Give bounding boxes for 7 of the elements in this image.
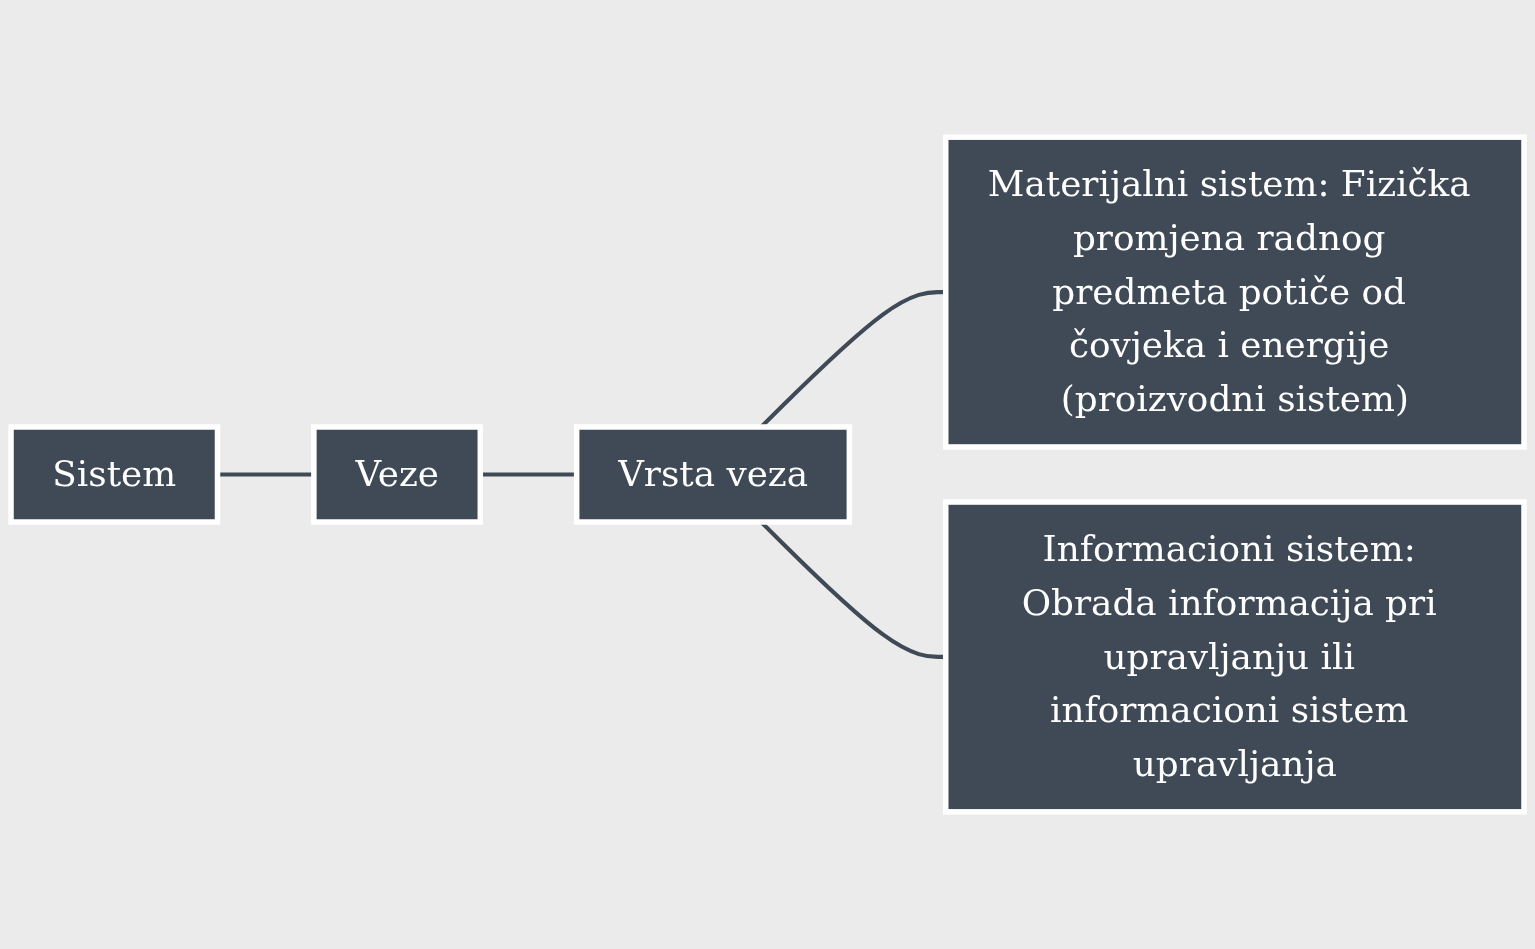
node-box: Sistem (8, 424, 221, 525)
connector (480, 472, 577, 477)
node-box: Veze (311, 424, 484, 525)
connector (217, 472, 314, 477)
node-box: Informacioni sistem: Obrada informacija pri upravljanju ili informacioni sistem upravljanja (942, 499, 1527, 815)
node-box: Materijalni sistem: Fizička promjena radnog predmeta potiče od čovjeka i energije (proizvodni sistem) (942, 134, 1527, 450)
node-box: Vrsta veza (573, 424, 853, 525)
